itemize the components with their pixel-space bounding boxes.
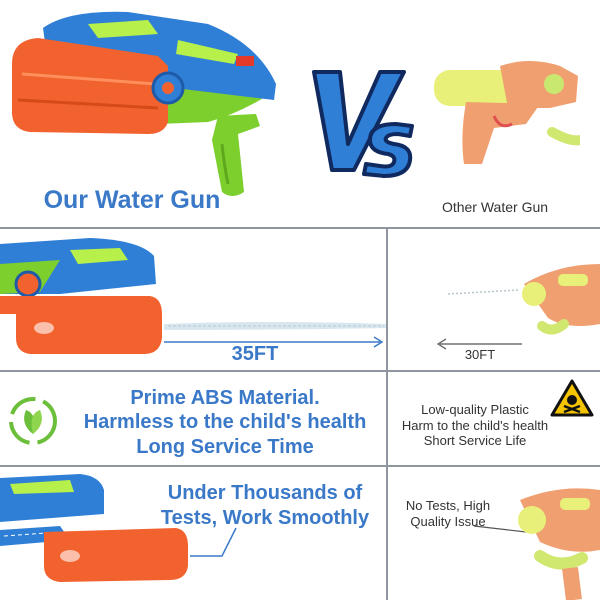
testing-drawback-line-2: Quality Issue (410, 513, 486, 529)
other-gun-closeup-image (470, 480, 600, 600)
other-water-gun-image (430, 46, 580, 166)
testing-line-2: Tests, Work Smoothly (160, 507, 370, 529)
testing-drawbacks: No Tests, High Quality Issue (396, 498, 500, 529)
drawback-line-3: Short Service Life (423, 433, 527, 449)
drawback-line-1: Low-quality Plastic (421, 402, 529, 417)
our-range-label: 35FT (231, 343, 279, 365)
other-gun-range-image (388, 234, 600, 368)
divider-top (0, 227, 600, 229)
toxic-warning-icon (550, 378, 594, 418)
our-water-gun-label: Our Water Gun (43, 186, 221, 214)
testing-line-1: Under Thousands of (167, 482, 363, 504)
divider-middle (0, 370, 600, 372)
material-line-1: Prime ABS Material. (130, 387, 320, 409)
eco-leaf-icon (6, 394, 60, 448)
other-water-gun-label: Other Water Gun (441, 199, 549, 215)
material-benefits: Prime ABS Material. Harmless to the chil… (60, 386, 390, 459)
other-range-label: 30FT (464, 347, 496, 362)
drawback-line-2: Harm to the child's health (401, 417, 549, 433)
material-line-3: Long Service Time (136, 435, 314, 458)
divider-lower (0, 465, 600, 467)
material-drawbacks: Low-quality Plastic Harm to the child's … (392, 402, 558, 449)
our-water-gun-image (8, 4, 278, 200)
material-line-2: Harmless to the child's health (83, 411, 367, 434)
testing-drawback-line-1: No Tests, High (405, 498, 491, 513)
versus-emblem (300, 60, 420, 180)
our-gun-range-image (0, 234, 386, 368)
our-gun-closeup-image (0, 470, 260, 600)
divider-vertical (386, 228, 388, 600)
testing-benefits: Under Thousands of Tests, Work Smoothly (140, 481, 390, 531)
